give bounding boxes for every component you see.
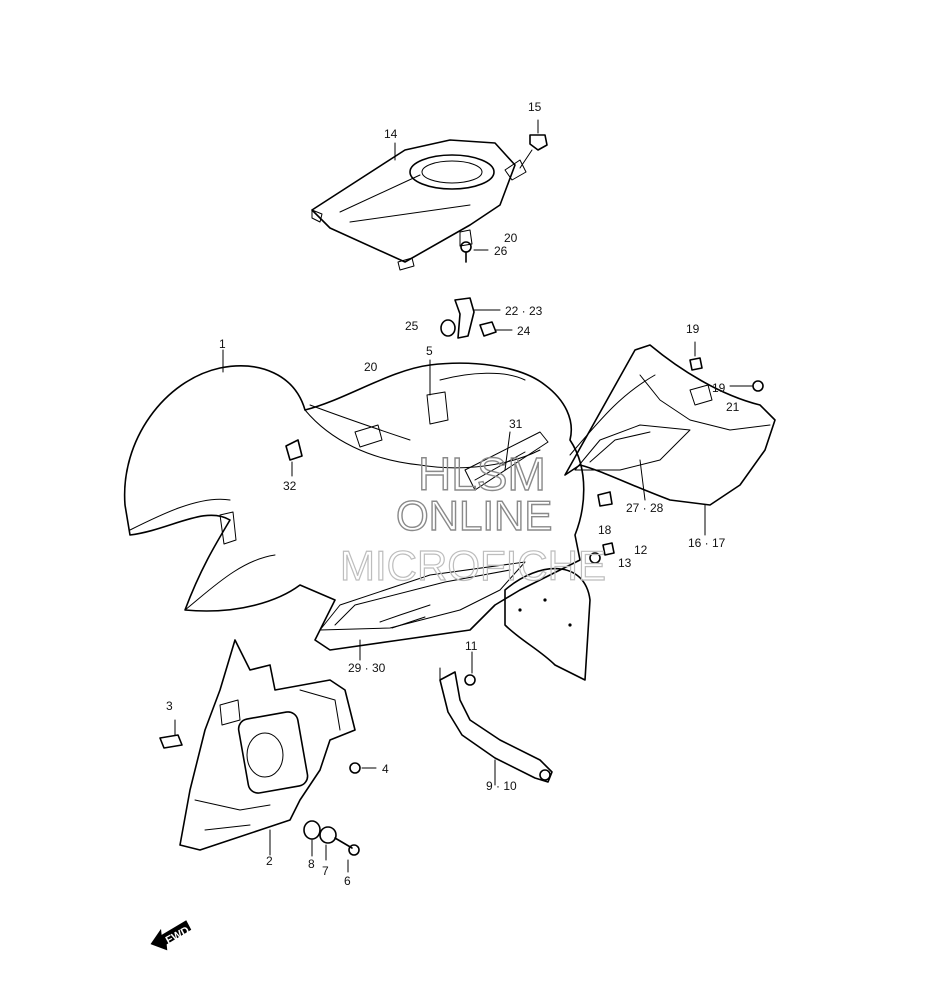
label-3: 3 <box>166 699 173 713</box>
part-18-screw <box>602 542 615 556</box>
label-13: 13 <box>618 556 632 570</box>
watermark: HLSM ONLINE MICROFICHE <box>339 447 606 589</box>
label-21: 21 <box>726 400 740 414</box>
part-11-bolt <box>464 651 476 686</box>
label-12: 12 <box>634 543 648 557</box>
label-27-28: 27 · 28 <box>626 501 664 515</box>
label-31: 31 <box>509 417 523 431</box>
part-3-clip-nut <box>159 734 183 749</box>
part-8-grommet <box>303 820 321 857</box>
watermark-line-2: ONLINE <box>396 492 552 539</box>
part-26-screw <box>460 241 489 263</box>
label-18: 18 <box>598 523 612 537</box>
label-19-b: 19 <box>712 381 726 395</box>
forward-arrow: FWD <box>150 920 192 951</box>
label-4: 4 <box>382 762 389 776</box>
part-9-stay <box>439 667 553 783</box>
part-25-grommet <box>440 319 456 337</box>
label-26: 26 <box>494 244 508 258</box>
part-1-front-fender <box>123 362 585 651</box>
watermark-line-1: HLSM <box>418 448 546 500</box>
part-13-washer <box>589 552 601 564</box>
part-14-rear-cover <box>311 139 527 271</box>
part-2-front-panel <box>179 639 356 851</box>
part-32-clip <box>285 439 303 477</box>
part-22-bracket <box>454 297 501 339</box>
leader-lines <box>174 142 706 856</box>
label-1: 1 <box>219 337 226 351</box>
label-16-17: 16 · 17 <box>688 536 726 550</box>
watermark-line-3: MICROFICHE <box>340 542 606 589</box>
forward-label: FWD <box>164 924 192 946</box>
label-8: 8 <box>308 857 315 871</box>
part-24-nut <box>479 321 513 337</box>
label-29-30: 29 · 30 <box>348 661 386 675</box>
label-11: 11 <box>465 639 478 653</box>
label-22-23: 22 · 23 <box>505 304 543 318</box>
part-mudflap <box>504 567 591 681</box>
label-32: 32 <box>283 479 297 493</box>
part-labels: 1 2 3 4 5 6 7 8 9 · 10 11 12 13 14 15 16… <box>166 100 740 888</box>
label-5: 5 <box>426 344 433 358</box>
label-15: 15 <box>528 100 542 114</box>
part-19-screw-b <box>729 380 764 392</box>
label-24: 24 <box>517 324 531 338</box>
label-6: 6 <box>344 874 351 888</box>
part-6-bolt <box>334 837 360 873</box>
label-2: 2 <box>266 854 273 868</box>
label-7: 7 <box>322 864 329 878</box>
label-25: 25 <box>405 319 419 333</box>
part-4-screw <box>349 762 377 774</box>
part-16-side-cover <box>564 344 776 507</box>
label-9-10: 9 · 10 <box>486 779 517 793</box>
part-7-collar <box>319 826 337 861</box>
label-19-a: 19 <box>686 322 700 336</box>
label-20-b: 20 <box>364 360 378 374</box>
part-15-clip <box>519 119 548 169</box>
part-19-screw-a <box>689 341 703 371</box>
label-20-a: 20 <box>504 231 518 245</box>
label-14: 14 <box>384 127 398 141</box>
